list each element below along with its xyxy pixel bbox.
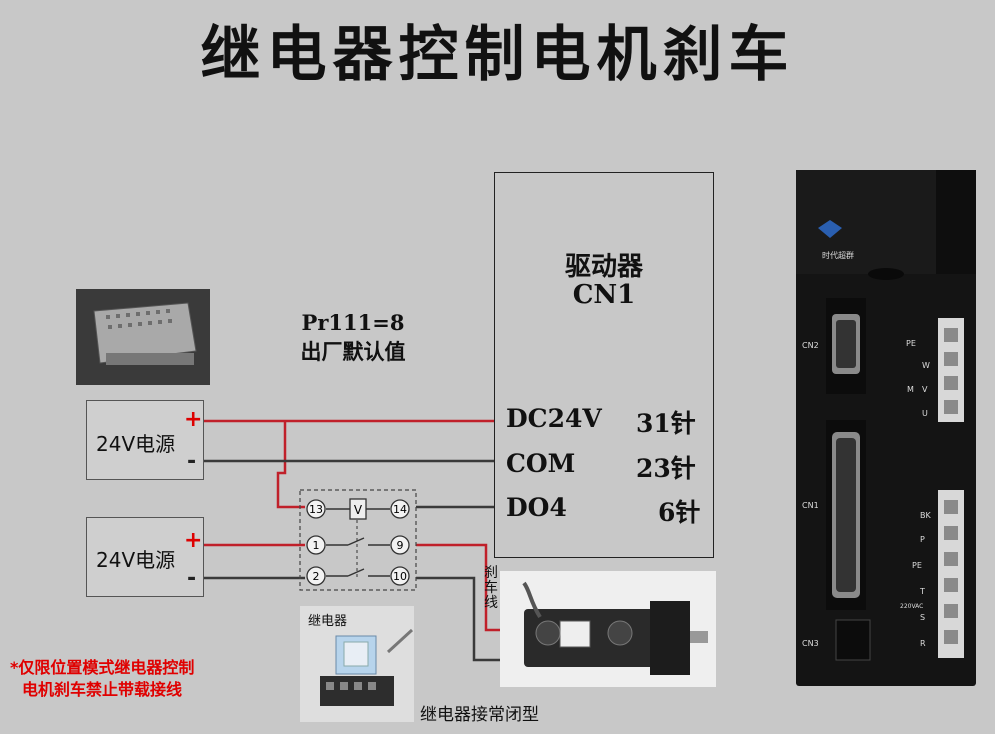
psu-2-minus: - xyxy=(187,566,197,591)
relay-pin-14: 14 xyxy=(393,503,407,516)
psu-photo-graphic xyxy=(93,302,197,365)
driver-box xyxy=(494,172,714,558)
drive-port-cn2: CN2 xyxy=(802,341,819,350)
drive-ac-label: 220VAC xyxy=(900,603,923,610)
psu-2-plus: + xyxy=(184,528,203,553)
drive-term-p: P xyxy=(920,535,925,544)
motor-photo xyxy=(500,571,716,687)
relay-photo-label: 继电器 xyxy=(308,614,348,629)
drive-term-r: R xyxy=(920,639,926,648)
pin-signal-do4: DO4 xyxy=(506,493,567,522)
drive-term-v: V xyxy=(922,385,928,394)
drive-port-cn1: CN1 xyxy=(802,501,819,510)
relay-pin-1: 1 xyxy=(313,539,320,552)
relay-box xyxy=(299,489,417,591)
relay-pin-2: 2 xyxy=(313,570,320,583)
relay-pin-9: 9 xyxy=(397,539,404,552)
psu-1-plus: + xyxy=(184,407,203,432)
relay-coil-label: V xyxy=(354,503,363,517)
drive-term-t: T xyxy=(919,587,925,596)
param-code: Pr111=8 xyxy=(301,310,405,335)
servo-drive-photo: 时代超群 CN2 CN1 CN3 PE W M V U BK P PE T S … xyxy=(796,170,976,686)
param-default: 出厂默认值 xyxy=(300,339,406,364)
psu-1 xyxy=(86,400,204,480)
servo-drive-graphic: 时代超群 CN2 CN1 CN3 PE W M V U BK P PE T S … xyxy=(796,170,976,661)
relay-pin-13: 13 xyxy=(309,503,323,516)
brand-logo-icon xyxy=(818,220,842,238)
wire-bridge-plus xyxy=(276,421,305,509)
psu-2 xyxy=(86,517,204,597)
drive-term-u: U xyxy=(922,409,928,418)
relay-pin-10: 10 xyxy=(393,570,407,583)
page-title: 继电器控制电机刹车 xyxy=(200,20,795,90)
psu-photo xyxy=(76,289,210,385)
drive-brand: 时代超群 xyxy=(822,250,854,260)
relay-type-note: 继电器接常闭型 xyxy=(420,705,539,725)
relay-photo-graphic xyxy=(320,628,414,706)
pin-signal-com: COM xyxy=(506,449,576,478)
pin-signal-dc24v: DC24V xyxy=(506,404,602,433)
motor-graphic xyxy=(522,581,708,675)
drive-term-bk: BK xyxy=(920,511,931,520)
pin-number-23: 23针 xyxy=(636,454,696,483)
drive-motor-symbol: M xyxy=(907,385,914,394)
drive-port-cn3: CN3 xyxy=(802,639,819,648)
brake-wire-label: 刹车线 xyxy=(484,565,498,611)
driver-connector: CN1 xyxy=(572,280,636,310)
pin-number-6: 6针 xyxy=(658,498,701,527)
wire-brake-minus xyxy=(416,576,520,662)
pin-number-31: 31针 xyxy=(636,409,696,438)
warning-line-1: *仅限位置模式继电器控制 xyxy=(10,658,195,677)
warning-line-2: 电机刹车禁止带载接线 xyxy=(22,680,183,699)
psu-1-minus: - xyxy=(187,449,197,474)
drive-term-pe-bottom: PE xyxy=(912,561,922,570)
drive-term-s: S xyxy=(920,613,925,622)
drive-term-w: W xyxy=(922,361,930,370)
relay-coil xyxy=(349,498,367,520)
relay-photo: 继电器 xyxy=(300,606,414,722)
psu-2-label: 24V电源 xyxy=(96,548,176,572)
psu-1-label: 24V电源 xyxy=(96,432,176,456)
driver-title: 驱动器 xyxy=(564,252,643,282)
drive-term-pe-top: PE xyxy=(906,339,916,348)
